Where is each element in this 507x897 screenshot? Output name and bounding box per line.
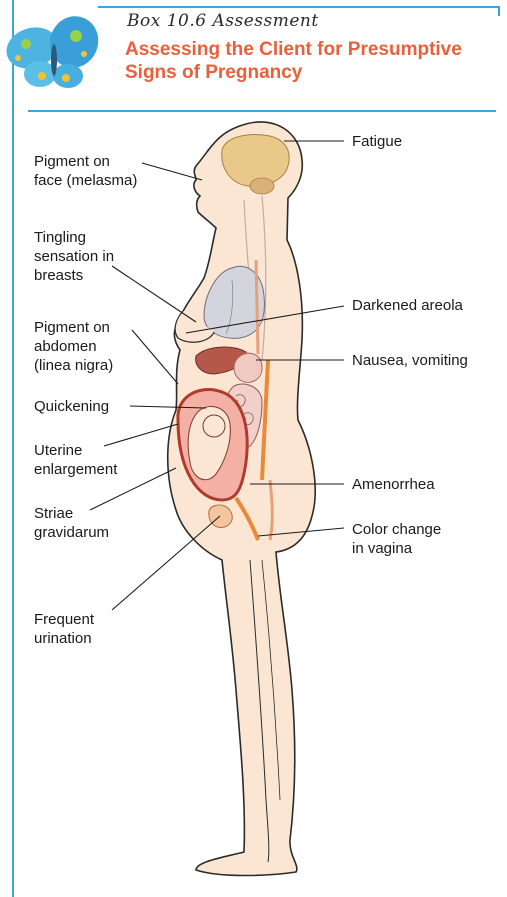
leader-pigment-face: [142, 163, 202, 180]
body-outline: [168, 122, 315, 876]
brain: [222, 135, 289, 187]
leader-pigment-abdomen: [132, 330, 178, 384]
label-uterine-enlargement: Uterine enlargement: [34, 441, 117, 479]
leader-frequent-urination: [112, 516, 220, 610]
leader-tingling: [112, 266, 196, 322]
label-striae-gravidarum: Striae gravidarum: [34, 504, 109, 542]
label-tingling-breasts: Tingling sensation in breasts: [34, 228, 114, 285]
label-pigment-face: Pigment on face (melasma): [34, 152, 137, 190]
label-amenorrhea: Amenorrhea: [352, 475, 435, 494]
label-frequent-urination: Frequent urination: [34, 610, 94, 648]
label-nausea-vomiting: Nausea, vomiting: [352, 351, 468, 370]
brainstem: [250, 178, 274, 194]
label-fatigue: Fatigue: [352, 132, 402, 151]
stomach: [234, 353, 262, 382]
fetus-head: [203, 415, 225, 437]
label-color-change-vagina: Color change in vagina: [352, 520, 441, 558]
label-darkened-areola: Darkened areola: [352, 296, 463, 315]
label-pigment-abdomen: Pigment on abdomen (linea nigra): [34, 318, 113, 375]
label-quickening: Quickening: [34, 397, 109, 416]
esophagus: [256, 260, 258, 354]
bladder: [209, 505, 232, 528]
